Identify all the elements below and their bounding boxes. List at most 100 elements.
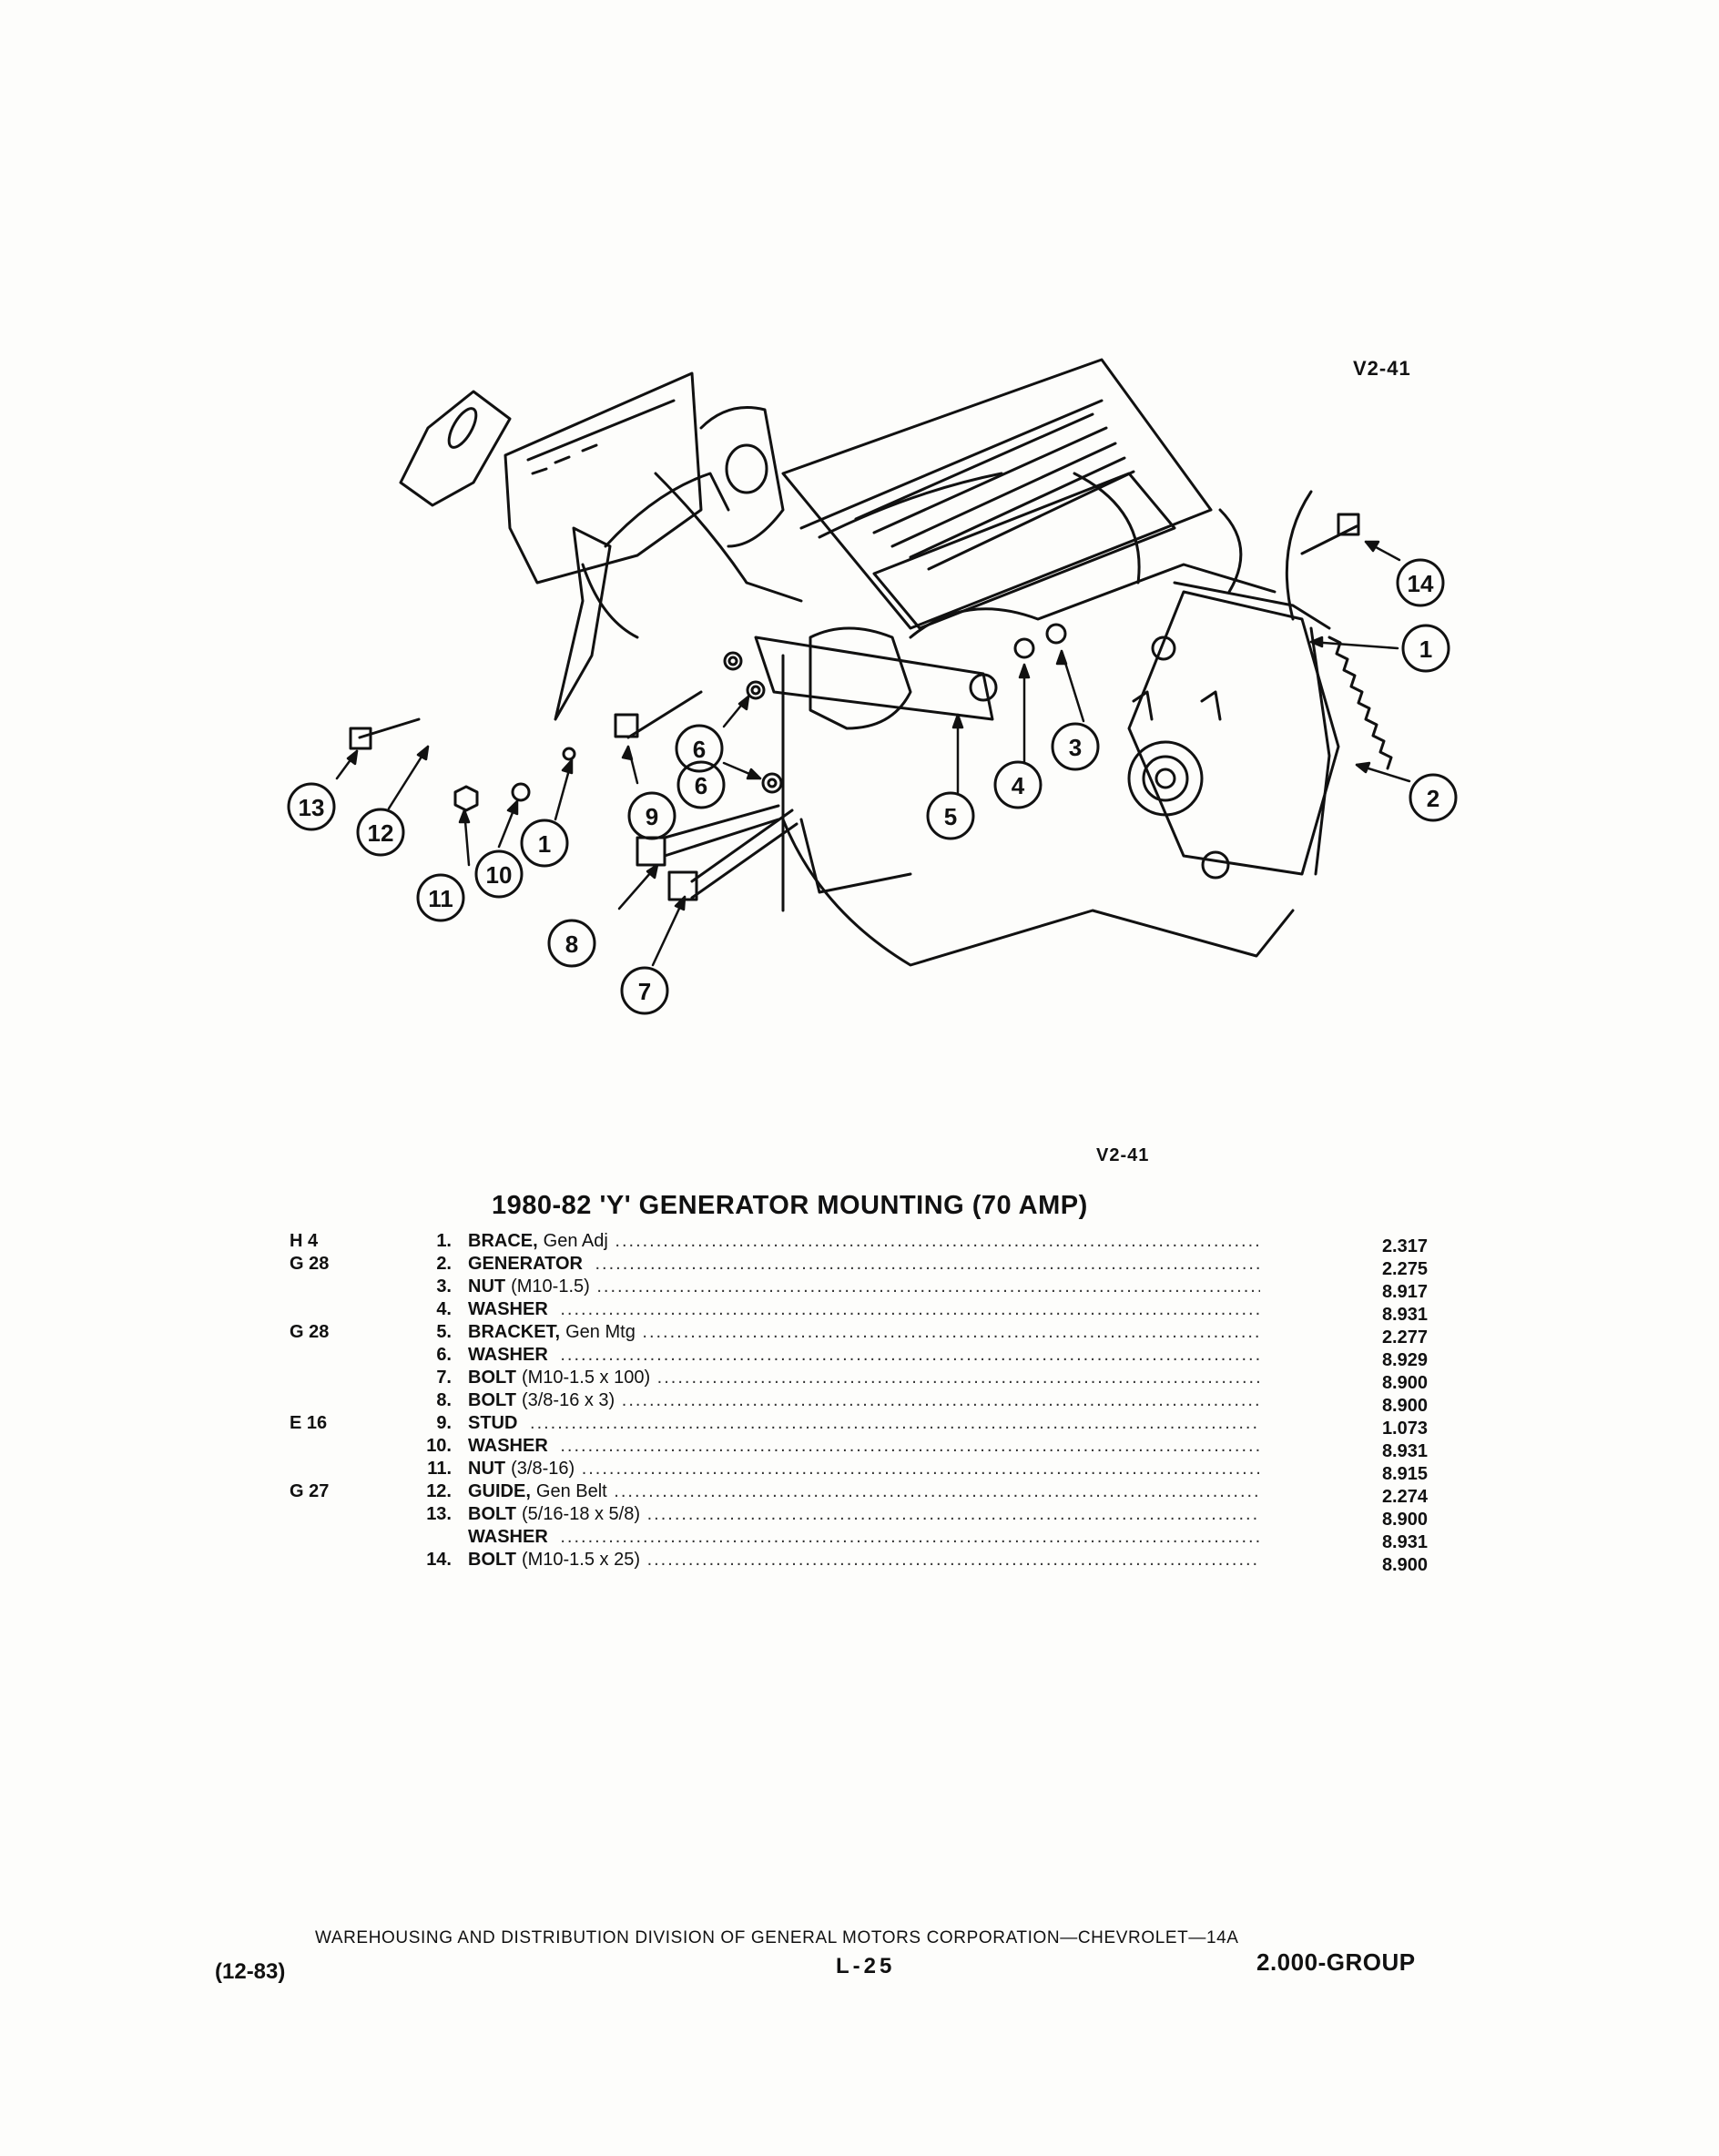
part-detail: (M10-1.5 x 25) [521,1550,641,1570]
item-number: 1. [436,1231,452,1251]
part-detail: (3/8-16 x 3) [521,1390,615,1410]
callout-2: 2 [1427,785,1439,812]
part-name: WASHER [468,1527,548,1547]
section-title: 1980-82 'Y' GENERATOR MOUNTING (70 AMP) [492,1191,1088,1220]
grid-reference: G 28 [290,1322,330,1342]
page-number: L-25 [836,1954,896,1978]
callout-1: 1 [1419,636,1432,663]
part-name: WASHER [468,1436,548,1456]
callout-4: 4 [1012,772,1025,799]
part-description: WASHER [468,1345,1260,1366]
item-number: 6. [436,1345,452,1365]
grid-reference: E 16 [290,1413,328,1433]
part-description: GENERATOR [468,1254,1260,1275]
callout-14: 14 [1408,570,1434,597]
figure-code-top: V2-41 [1353,357,1411,380]
callout-8: 8 [565,931,578,958]
part-name: BOLT [468,1368,516,1388]
part-detail: Gen Belt [535,1481,607,1501]
part-description: BOLT(M10-1.5 x 100) [468,1368,1260,1388]
parts-row: H 4 1. 2.317 BRACE,Gen Adj [0,1231,1719,1256]
parts-row: 8. 8.900 BOLT(3/8-16 x 3) [0,1390,1719,1416]
part-name: BOLT [468,1390,516,1410]
item-number: 12. [426,1481,452,1501]
callout-13: 13 [299,794,325,821]
part-description: WASHER [468,1436,1260,1457]
part-description: GUIDE,Gen Belt [468,1481,1260,1502]
part-description: BRACKET,Gen Mtg [468,1322,1260,1343]
parts-row: 6. 8.929 WASHER [0,1345,1719,1370]
parts-row: 4. 8.931 WASHER [0,1299,1719,1325]
grid-reference: G 28 [290,1254,330,1274]
parts-row: 3. 8.917 NUT(M10-1.5) [0,1276,1719,1302]
callout-9: 9 [646,803,658,830]
part-detail: (M10-1.5 x 100) [521,1368,651,1388]
grid-reference: H 4 [290,1231,319,1251]
callout-leaders [335,540,1411,967]
item-number: 4. [436,1299,452,1319]
part-number: 8.900 [1381,1510,1428,1530]
item-number: 13. [426,1504,452,1524]
callout-circles [287,558,1458,1015]
part-name: WASHER [468,1345,548,1365]
part-name: STUD [468,1413,518,1433]
part-number: 8.900 [1381,1396,1428,1416]
item-number: 14. [426,1550,452,1570]
part-number: 2.274 [1381,1487,1428,1507]
part-description: BOLT(M10-1.5 x 25) [468,1550,1260,1571]
part-detail: (M10-1.5) [511,1276,590,1297]
item-number: 9. [436,1413,452,1433]
part-number: 8.931 [1381,1532,1428,1552]
part-name: GUIDE, [468,1481,531,1501]
item-number: 3. [436,1276,452,1297]
generator-alternator [1127,581,1393,880]
part-detail: (3/8-16) [511,1459,575,1479]
grid-reference: G 27 [290,1481,330,1501]
callout-12: 12 [368,819,394,847]
part-name: BRACKET, [468,1322,561,1342]
parts-list: H 4 1. 2.317 BRACE,Gen Adj G 28 2. 2.275 GENERA… [0,1231,1719,1575]
callout-6b: 6 [695,772,707,799]
part-name: NUT [468,1459,506,1479]
callout-11: 11 [428,885,453,912]
item-number: 8. [436,1390,452,1410]
group-number: 2.000-GROUP [1256,1948,1416,1976]
part-name: BRACE, [468,1231,538,1251]
footer-date: (12-83) [215,1959,286,1984]
part-description: BRACE,Gen Adj [468,1231,1260,1252]
figure-code-caption: V2-41 [1096,1145,1150,1165]
generator-mounting-diagram: 14 1 2 3 4 5 6 6 9 1 12 10 11 13 8 7 [287,358,1458,1015]
part-number: 8.931 [1381,1305,1428,1325]
part-number: 8.931 [1381,1441,1428,1461]
part-number: 2.317 [1381,1236,1428,1256]
hardware-parts [349,390,1360,901]
parts-row: G 27 12. 2.274 GUIDE,Gen Belt [0,1481,1719,1507]
part-description: BOLT(5/16-18 x 5/8) [468,1504,1260,1525]
item-number: 10. [426,1436,452,1456]
part-description: STUD [468,1413,1260,1434]
parts-row: 10. 8.931 WASHER [0,1436,1719,1461]
callout-5: 5 [944,803,957,830]
part-number: 8.915 [1381,1464,1428,1484]
callout-labels: 14 1 2 3 4 5 6 6 9 1 12 10 11 13 8 7 [299,570,1440,1005]
part-name: NUT [468,1276,506,1297]
part-description: WASHER [468,1299,1260,1320]
part-number: 8.929 [1381,1350,1428,1370]
callout-3: 3 [1069,734,1082,761]
part-name: BOLT [468,1550,516,1570]
part-name: WASHER [468,1299,548,1319]
footer-corporation: WAREHOUSING AND DISTRIBUTION DIVISION OF… [315,1928,1239,1948]
part-number: 8.917 [1381,1282,1428,1302]
part-number: 2.275 [1381,1259,1428,1279]
item-number: 2. [436,1254,452,1274]
callout-6a: 6 [693,736,706,763]
callout-7: 7 [638,978,651,1005]
part-detail: Gen Mtg [565,1322,636,1342]
item-number: 5. [436,1322,452,1342]
parts-row: 8.931 WASHER [0,1527,1719,1552]
part-name: GENERATOR [468,1254,583,1274]
